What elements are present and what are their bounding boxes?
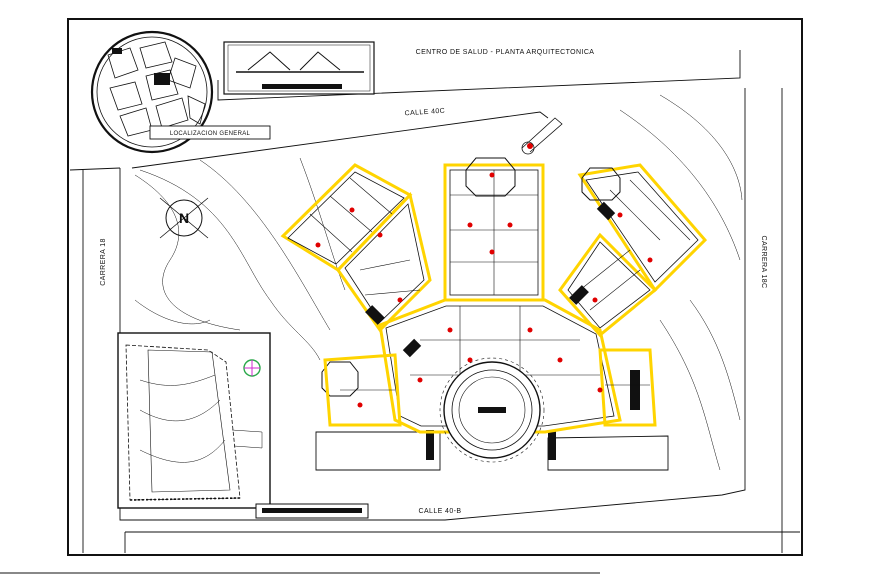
building-floor-plan	[280, 117, 708, 471]
location-highlight	[154, 73, 170, 85]
north-arrow-icon: N	[159, 197, 209, 239]
street-label-east: CARRERA 18C	[760, 235, 767, 288]
drawing-title: CENTRO DE SALUD - PLANTA ARQUITECTONICA	[416, 49, 595, 56]
location-map	[90, 30, 214, 154]
elevation-detail	[223, 41, 375, 95]
street-label-south: CALLE 40-B	[419, 508, 462, 515]
site-plan-inset	[117, 332, 271, 509]
compass-rose-icon	[243, 359, 261, 377]
sheet-border	[67, 18, 803, 556]
location-label-box: LOCALIZACION GENERAL	[149, 125, 271, 140]
street-label-west: CARRERA 18	[100, 238, 107, 286]
north-arrow-letter: N	[179, 210, 189, 226]
location-label: LOCALIZACION GENERAL	[170, 131, 251, 137]
street-label-north: CALLE 40C	[404, 108, 445, 118]
